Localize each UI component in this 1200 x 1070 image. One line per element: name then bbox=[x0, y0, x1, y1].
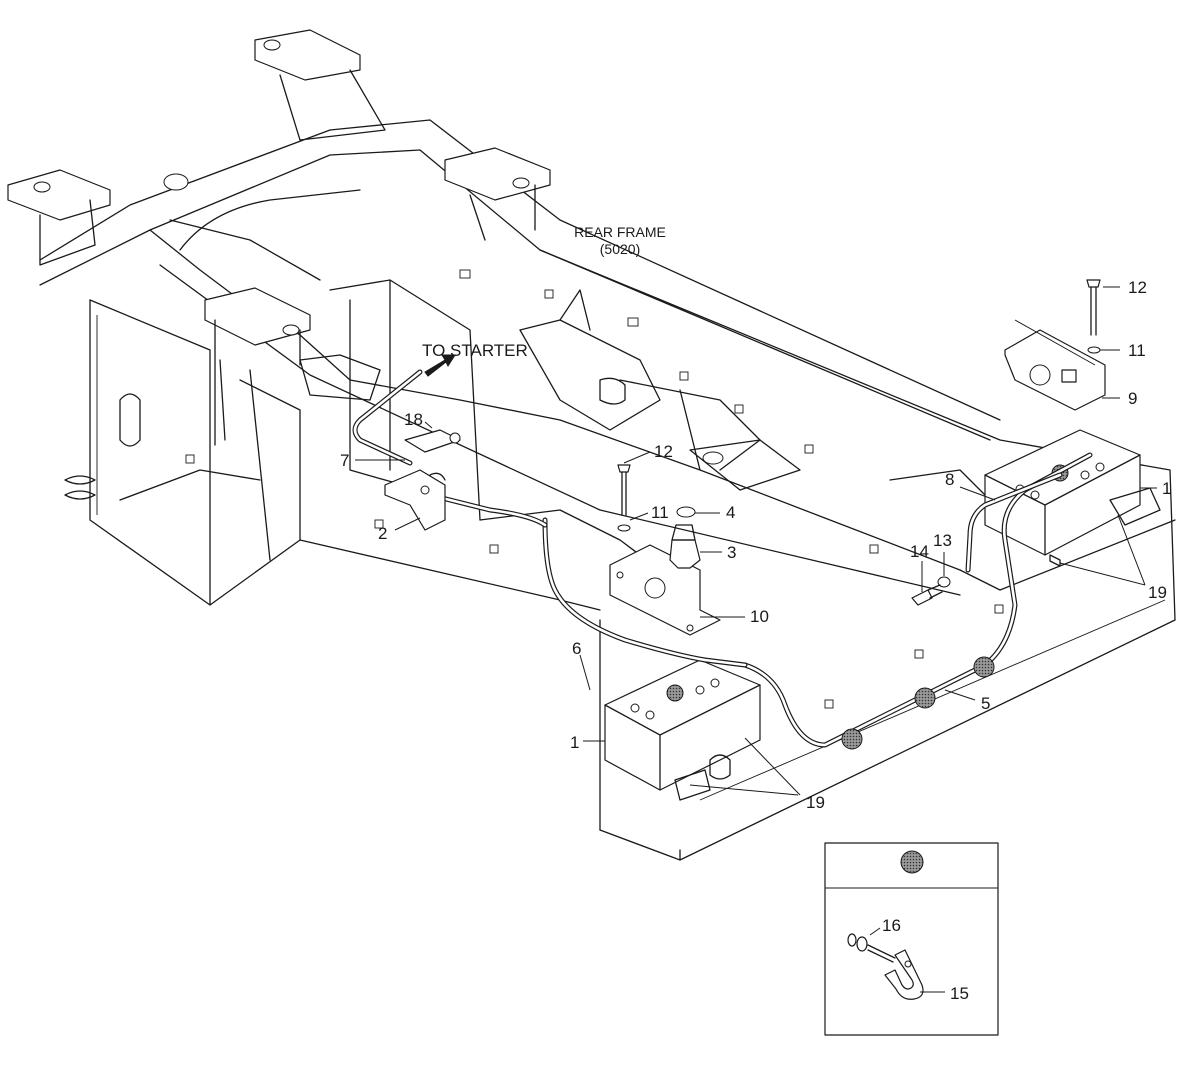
callout-10: 10 bbox=[750, 607, 769, 626]
callout-5: 5 bbox=[981, 694, 990, 713]
callout-3: 3 bbox=[727, 543, 736, 562]
callout-8: 8 bbox=[945, 470, 954, 489]
callout-11-mid: 11 bbox=[651, 503, 669, 522]
callout-7: 7 bbox=[340, 451, 349, 470]
cable-harness bbox=[352, 354, 1093, 750]
callout-16: 16 bbox=[882, 916, 901, 935]
upper-plate bbox=[1004, 279, 1106, 411]
callout-19-right: 19 bbox=[1148, 583, 1167, 602]
callout-1-left: 1 bbox=[570, 733, 579, 752]
callout-labels: 12 11 9 1 8 13 14 19 12 11 4 3 10 18 7 2… bbox=[340, 278, 1171, 1003]
callout-9: 9 bbox=[1128, 389, 1137, 408]
callout-12-top: 12 bbox=[1128, 278, 1147, 297]
callout-2: 2 bbox=[378, 524, 387, 543]
callout-15: 15 bbox=[950, 984, 969, 1003]
callout-14: 14 bbox=[910, 542, 929, 561]
callout-4: 4 bbox=[726, 503, 735, 522]
rear-frame: REAR FRAME (5020) bbox=[7, 29, 1176, 861]
leader-lines bbox=[355, 286, 1157, 993]
to-starter-label: TO STARTER bbox=[422, 341, 528, 360]
rear-frame-label: REAR FRAME bbox=[574, 224, 666, 240]
switch-plate bbox=[609, 464, 721, 636]
rear-frame-part-number: (5020) bbox=[600, 241, 640, 257]
battery-switch-bracket bbox=[384, 429, 461, 531]
callout-13: 13 bbox=[933, 531, 952, 550]
callout-18: 18 bbox=[404, 410, 423, 429]
callout-19-left: 19 bbox=[806, 793, 825, 812]
battery-left bbox=[604, 659, 761, 801]
callout-11-top: 11 bbox=[1128, 341, 1146, 360]
starter-callout: TO STARTER bbox=[422, 341, 528, 360]
callout-6: 6 bbox=[572, 639, 581, 658]
callout-12-mid: 12 bbox=[654, 442, 673, 461]
callout-1-right: 1 bbox=[1162, 479, 1171, 498]
ground-parts bbox=[911, 576, 951, 606]
clamp-detail-inset bbox=[824, 842, 999, 1036]
battery-right bbox=[984, 429, 1161, 567]
